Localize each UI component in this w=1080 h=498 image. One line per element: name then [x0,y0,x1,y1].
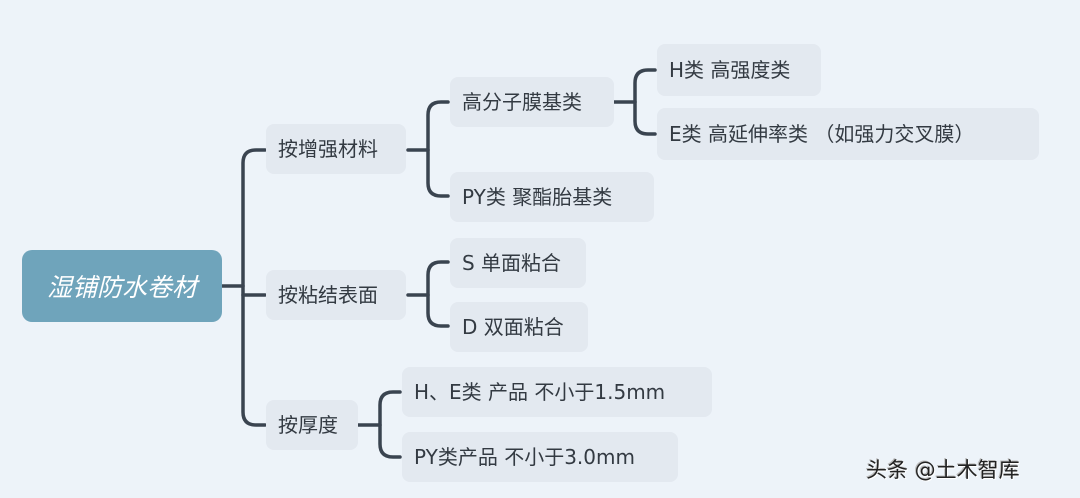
node-label: H、E类 产品 不小于1.5mm [414,380,666,404]
node-label: PY类 聚酯胎基类 [462,185,613,209]
node-label: PY类产品 不小于3.0mm [414,445,635,469]
branch-bonding-surface[interactable]: 按粘结表面 [266,270,406,320]
node-e-high-elongation[interactable]: E类 高延伸率类 （如强力交叉膜） [657,108,1039,160]
root-node[interactable]: 湿铺防水卷材 [22,250,222,322]
node-label: D 双面粘合 [462,315,564,339]
node-py-polyester-base[interactable]: PY类 聚酯胎基类 [450,172,654,222]
branch-thickness[interactable]: 按厚度 [266,400,358,450]
node-label: H类 高强度类 [669,58,791,82]
node-label: E类 高延伸率类 （如强力交叉膜） [669,122,975,146]
node-he-thickness[interactable]: H、E类 产品 不小于1.5mm [402,367,712,417]
node-s-single-side[interactable]: S 单面粘合 [450,238,586,288]
node-label: 高分子膜基类 [462,90,582,114]
node-label: S 单面粘合 [462,251,562,275]
node-h-high-strength[interactable]: H类 高强度类 [657,44,821,96]
node-py-thickness[interactable]: PY类产品 不小于3.0mm [402,432,678,482]
branch-reinforcement-material[interactable]: 按增强材料 [266,124,406,174]
node-d-double-side[interactable]: D 双面粘合 [450,302,588,352]
node-label: 按粘结表面 [278,283,378,307]
root-label: 湿铺防水卷材 [46,273,197,302]
node-label: 按增强材料 [278,137,378,161]
watermark: 头条 @土木智库 [866,458,1020,482]
node-label: 按厚度 [278,413,338,437]
node-polymer-film-base[interactable]: 高分子膜基类 [450,77,614,127]
